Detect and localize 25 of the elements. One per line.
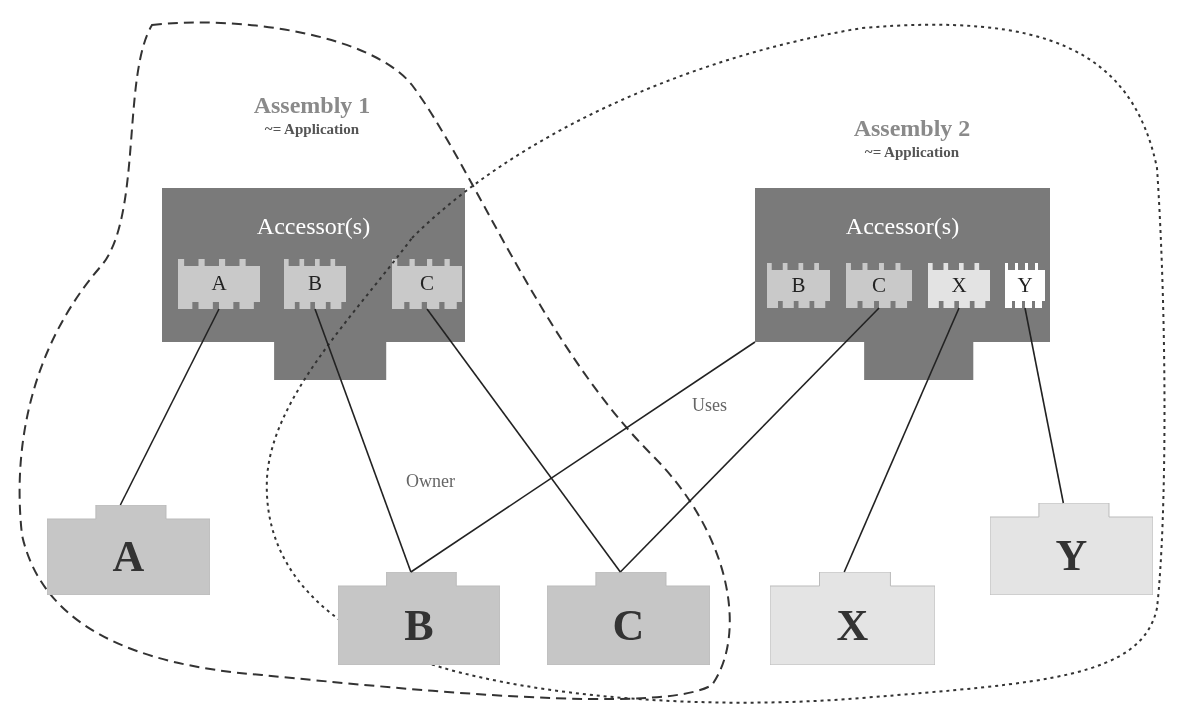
- connector-line: [843, 307, 960, 573]
- connector-line: [119, 308, 220, 506]
- accessor-label: Accessor(s): [255, 212, 372, 241]
- port-letter: B: [308, 270, 322, 298]
- connector-line: [410, 341, 756, 573]
- component-letter: B: [404, 599, 434, 652]
- port-letter: A: [211, 270, 227, 298]
- connector-line: [426, 308, 622, 573]
- port-letter: Y: [1017, 271, 1033, 299]
- component-letter: Y: [1055, 530, 1088, 582]
- assembly-subtitle: ~= Application: [864, 143, 960, 162]
- component-letter: X: [836, 599, 869, 652]
- connector-line: [1024, 307, 1065, 504]
- connector-line: [619, 307, 880, 573]
- assembly-subtitle: ~= Application: [264, 120, 360, 139]
- assembly-title: Assembly 2: [853, 114, 971, 143]
- assembly-title: Assembly 1: [253, 91, 371, 120]
- port-letter: X: [951, 271, 967, 299]
- port-letter: B: [791, 271, 806, 299]
- connector-line: [314, 308, 412, 573]
- component-letter: A: [112, 531, 145, 583]
- port-letter: C: [420, 270, 434, 298]
- accessor-label: Accessor(s): [844, 212, 961, 241]
- component-letter: C: [612, 599, 645, 652]
- port-letter: C: [872, 271, 886, 299]
